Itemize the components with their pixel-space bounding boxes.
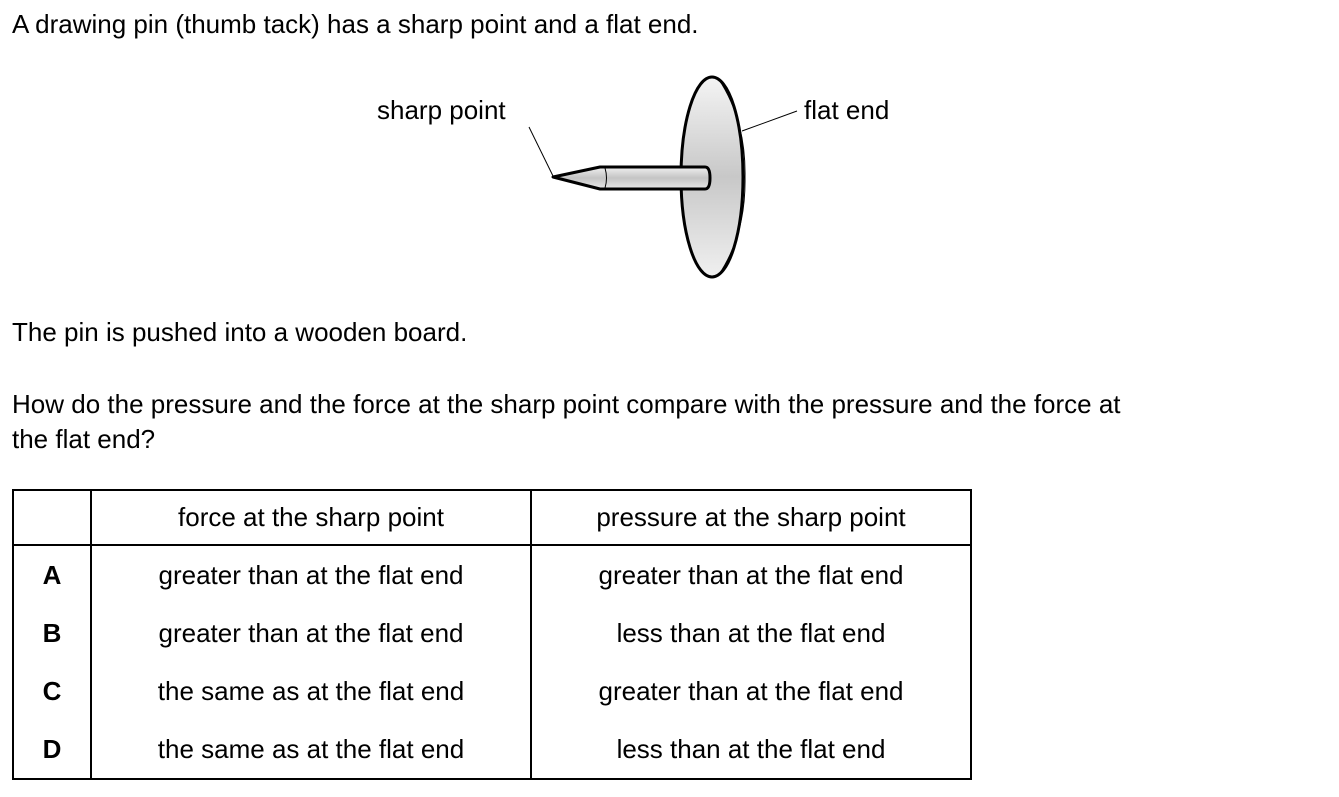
option-force: the same as at the flat end (90, 720, 532, 780)
option-row-a[interactable]: A greater than at the flat end greater t… (12, 545, 972, 604)
option-row-d[interactable]: D the same as at the flat end less than … (12, 720, 972, 780)
question-line-1: How do the pressure and the force at the… (12, 389, 1121, 419)
question-line-2: the flat end? (12, 424, 156, 454)
sharp-point-label: sharp point (377, 95, 506, 125)
option-force: greater than at the flat end (90, 604, 532, 662)
option-pressure: less than at the flat end (530, 720, 972, 780)
option-pressure: greater than at the flat end (530, 662, 972, 720)
intro-text: A drawing pin (thumb tack) has a sharp p… (12, 9, 699, 39)
option-row-b[interactable]: B greater than at the flat end less than… (12, 604, 972, 662)
header-empty (12, 489, 92, 546)
pin-shaft (551, 165, 712, 191)
sharp-point-leader-line (528, 126, 554, 177)
option-letter: C (12, 662, 92, 720)
drawing-pin-diagram (528, 75, 798, 279)
table-header-row: force at the sharp point pressure at the… (12, 489, 972, 546)
flat-end-leader-line (741, 110, 798, 132)
header-pressure: pressure at the sharp point (530, 489, 972, 546)
header-force: force at the sharp point (90, 489, 532, 546)
flat-end-disc (679, 75, 746, 279)
option-letter: B (12, 604, 92, 662)
flat-end-label: flat end (804, 95, 890, 125)
option-letter: A (12, 545, 92, 604)
option-force: greater than at the flat end (90, 545, 532, 604)
option-letter: D (12, 720, 92, 780)
answer-options-table: force at the sharp point pressure at the… (12, 489, 972, 780)
option-row-c[interactable]: C the same as at the flat end greater th… (12, 662, 972, 720)
option-force: the same as at the flat end (90, 662, 532, 720)
statement-text: The pin is pushed into a wooden board. (12, 317, 468, 347)
option-pressure: greater than at the flat end (530, 545, 972, 604)
option-pressure: less than at the flat end (530, 604, 972, 662)
